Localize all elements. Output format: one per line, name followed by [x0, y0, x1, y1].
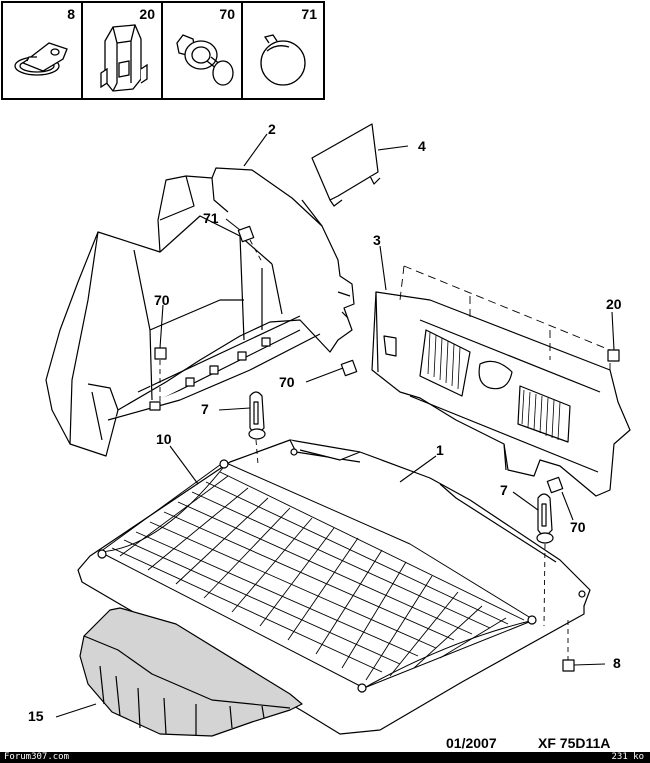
plastic-retainer-clip-icon	[100, 24, 148, 92]
callout-7-left: 7	[201, 401, 209, 417]
rear-panel-trim	[371, 291, 631, 497]
callout-4: 4	[418, 138, 426, 154]
rear-panel-grille	[427, 331, 561, 441]
legend-number: 70	[219, 6, 235, 22]
boot-floor-panel	[77, 439, 591, 735]
d-ring-clip-icon	[14, 42, 68, 76]
callout-1: 1	[436, 442, 444, 458]
net-anchor-points	[97, 448, 586, 693]
footer-date: 01/2007	[446, 735, 497, 751]
dashed-assembly-lines	[159, 239, 569, 660]
legend-item-71: 71	[243, 3, 323, 98]
callout-70-mid: 70	[279, 374, 295, 390]
callout-70-right: 70	[570, 519, 586, 535]
cover-flap	[311, 123, 381, 207]
callout-10: 10	[156, 431, 172, 447]
callout-8: 8	[613, 655, 621, 671]
callout-20: 20	[606, 296, 622, 312]
legend-item-20: 20	[83, 3, 163, 98]
footer-reference: XF 75D11A	[538, 735, 611, 751]
legend-number: 71	[301, 6, 317, 22]
fastener-markers	[154, 225, 620, 672]
legend-item-8: 8	[3, 3, 83, 98]
file-size: 231 ko	[611, 752, 644, 762]
callout-7-right: 7	[500, 482, 508, 498]
lashing-ring-left	[248, 391, 266, 440]
cargo-net-mesh	[111, 471, 525, 681]
push-rivet-icon	[176, 34, 234, 86]
callout-71: 71	[203, 210, 219, 226]
callout-70-left: 70	[154, 292, 170, 308]
legend-number: 20	[139, 6, 155, 22]
callout-3: 3	[373, 232, 381, 248]
callout-2: 2	[268, 121, 276, 137]
cargo-net	[99, 461, 535, 689]
legend-item-70: 70	[163, 3, 243, 98]
left-quarter-trim-panel	[45, 167, 355, 457]
legend-number: 8	[67, 6, 75, 22]
bottom-info-bar: Forum307.com 231 ko	[0, 752, 650, 763]
lashing-ring-right	[536, 493, 554, 544]
parts-legend: 8 20 70	[1, 1, 325, 100]
callout-leader-lines	[55, 133, 615, 718]
spare-wheel-cover	[79, 607, 303, 737]
callout-15: 15	[28, 708, 44, 724]
site-watermark: Forum307.com	[4, 752, 70, 762]
mushroom-plug-icon	[260, 34, 306, 86]
